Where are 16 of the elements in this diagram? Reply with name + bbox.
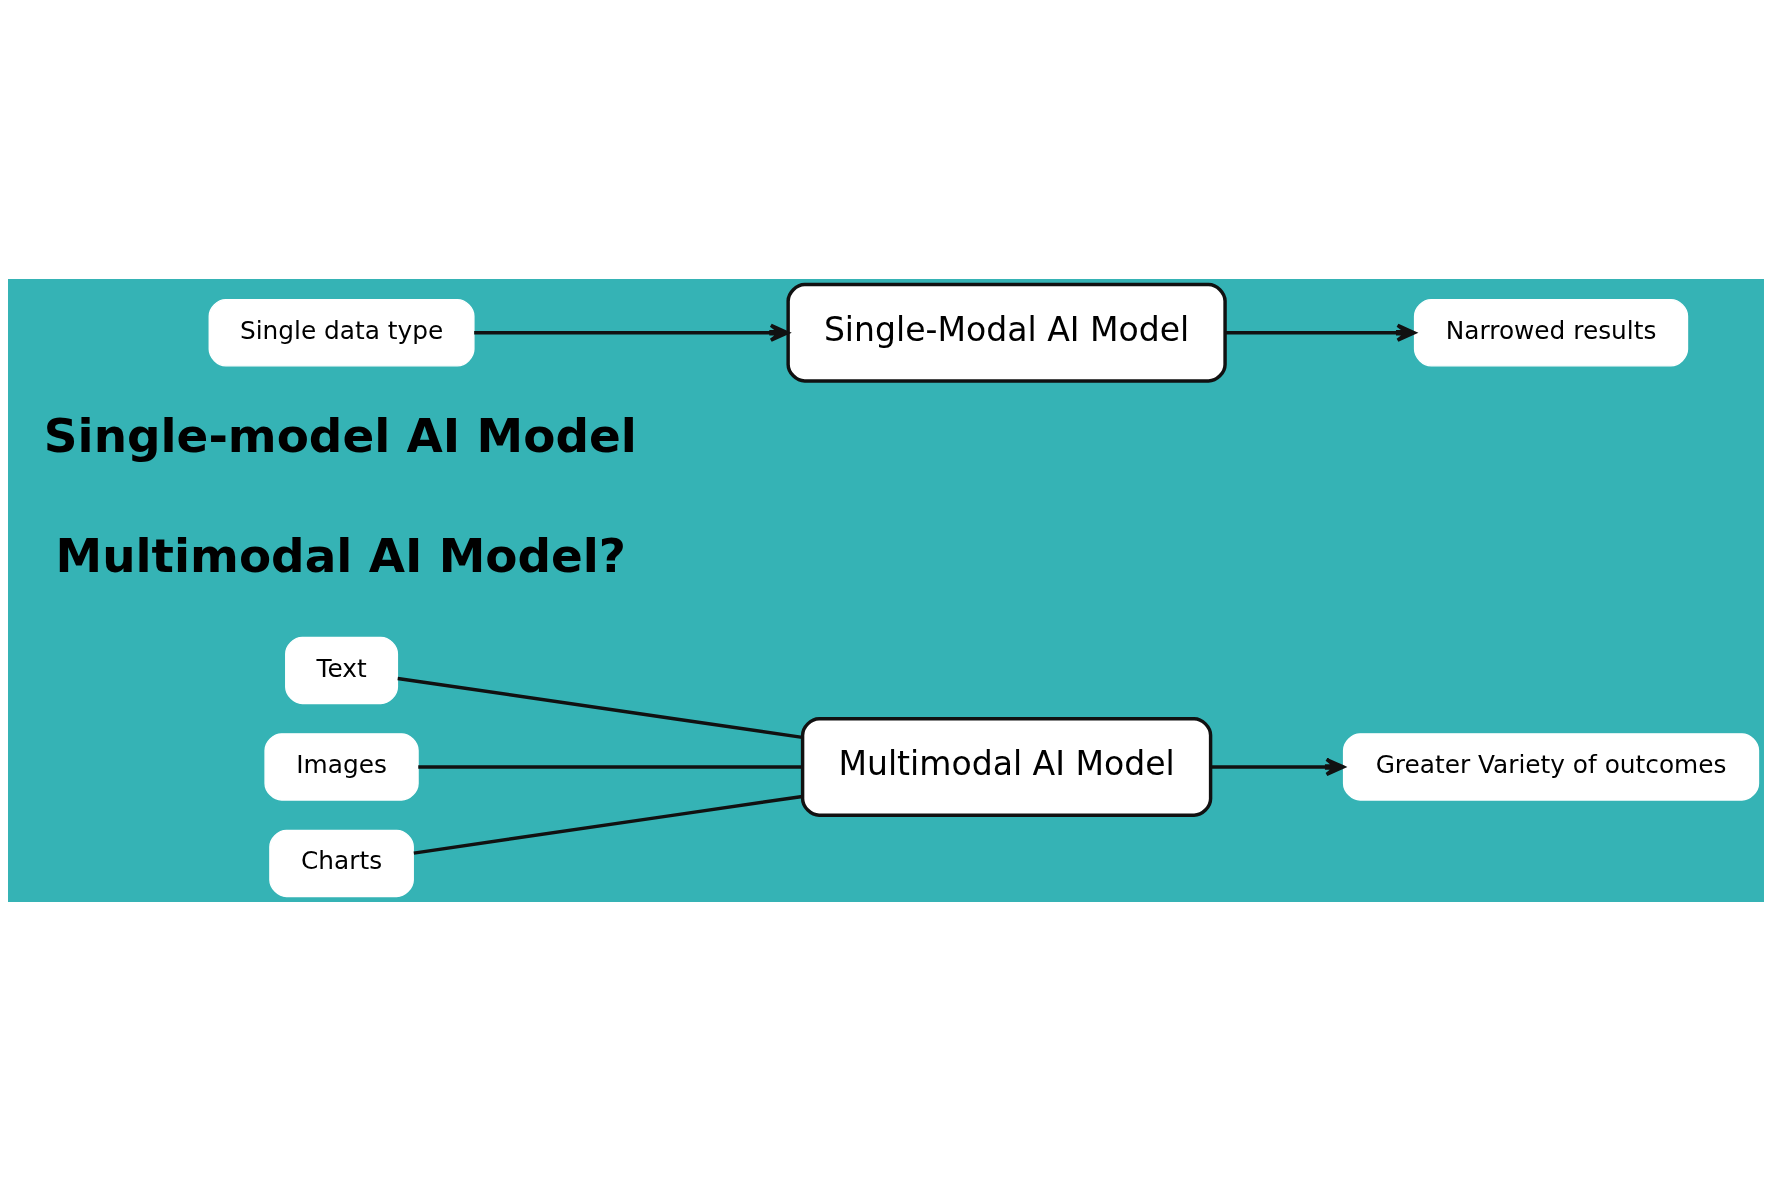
node-box: Multimodal AI Model <box>800 716 1213 817</box>
node-box: Text <box>285 636 399 705</box>
arrow <box>1210 757 1345 777</box>
connector <box>413 794 803 855</box>
connector <box>418 765 803 769</box>
node-box: Single data type <box>208 299 475 367</box>
node-box: Narrowed results <box>1413 299 1689 367</box>
node-box: Single-Modal AI Model <box>786 282 1227 383</box>
node-box: Charts <box>269 829 414 898</box>
arrow <box>1225 323 1416 342</box>
node-box: Images <box>264 733 419 801</box>
label: Single-model AI Model <box>43 409 637 464</box>
node-box: Greater Variety of outcomes <box>1342 733 1760 801</box>
label: Multimodal AI Model? <box>55 529 627 584</box>
connector <box>397 676 803 740</box>
arrow <box>474 323 790 342</box>
